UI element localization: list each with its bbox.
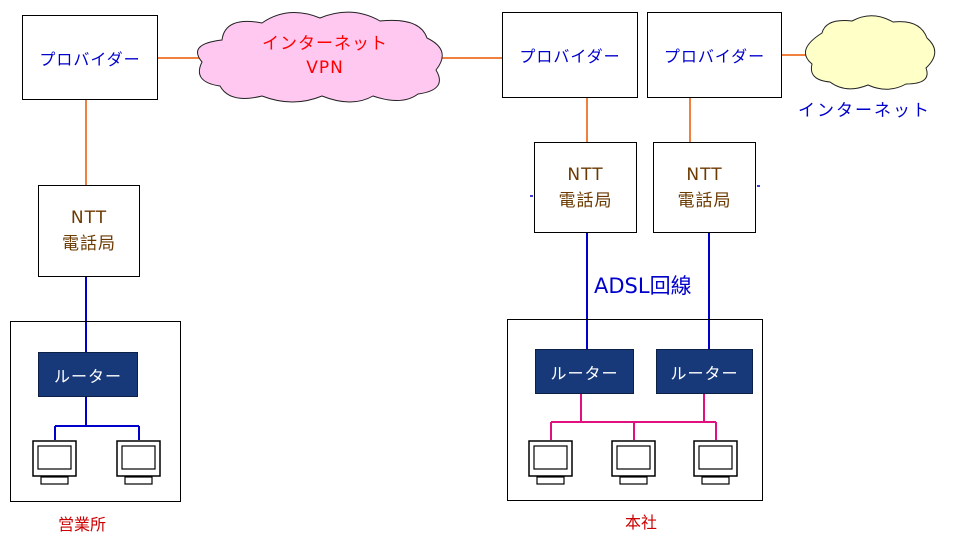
hq-lan: [550, 394, 717, 440]
hq-provider-internet-box: プロバイダー: [647, 12, 782, 98]
provider-label: プロバイダー: [519, 47, 621, 66]
hq-router-2: ルーター: [656, 349, 753, 394]
computer-icon: [116, 440, 161, 485]
branch-lan: [54, 397, 140, 440]
vpn-cloud-label: インターネット VPN: [230, 32, 420, 80]
provider-label: プロバイダー: [39, 49, 141, 69]
hq-label: 本社: [625, 513, 658, 532]
branch-office-container: [10, 321, 181, 502]
ntt-label: NTT 電話局: [39, 205, 139, 257]
branch-router: ルーター: [38, 352, 138, 397]
computer-icon: [32, 440, 77, 485]
ntt-line1: NTT: [686, 164, 723, 185]
hq-office-container: [507, 319, 763, 501]
branch-ntt-box: NTT 電話局: [38, 185, 140, 277]
ntt-label: NTT 電話局: [535, 162, 636, 214]
router-label: ルーター: [550, 363, 619, 383]
ntt-label: NTT 電話局: [654, 162, 755, 214]
computer-icon: [611, 440, 656, 485]
ntt-line1: NTT: [567, 164, 604, 185]
vpn-cloud-line2: VPN: [306, 58, 344, 78]
provider-label: プロバイダー: [663, 47, 766, 66]
ntt-line1: NTT: [70, 208, 108, 228]
computer-icon: [693, 440, 738, 485]
ntt-line2: 電話局: [677, 190, 732, 211]
ntt-line2: 電話局: [558, 190, 613, 211]
hq-ntt-box-1: NTT 電話局: [534, 142, 637, 233]
ntt-line2: 電話局: [62, 234, 116, 254]
hq-ntt-box-2: NTT 電話局: [653, 142, 756, 233]
adsl-label: ADSL回線: [594, 274, 692, 298]
branch-label: 営業所: [58, 515, 107, 534]
hq-provider-vpn-box: プロバイダー: [502, 12, 638, 98]
branch-provider-box: プロバイダー: [22, 15, 158, 100]
vpn-cloud-line1: インターネット: [262, 34, 388, 54]
internet-label: インターネット: [798, 101, 931, 121]
hq-router-1: ルーター: [535, 349, 634, 394]
router-label: ルーター: [670, 363, 739, 383]
router-label: ルーター: [53, 366, 122, 386]
computer-icon: [528, 440, 573, 485]
